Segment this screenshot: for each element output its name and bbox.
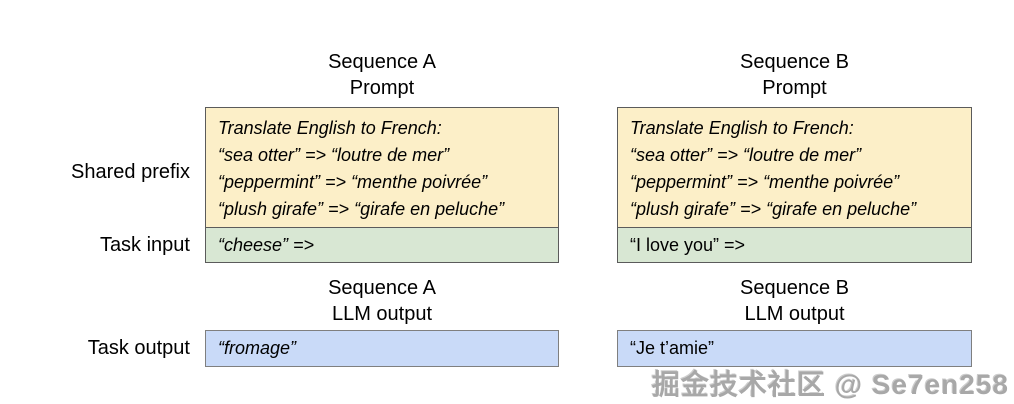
row-label-task-output: Task output	[87, 337, 190, 359]
sequence-b-task-input-text: “I love you” =>	[630, 234, 746, 255]
sequence-b-task-output-box: “Je t’amie”	[617, 330, 972, 367]
sequence-b-output-header: Sequence B LLM output	[617, 275, 972, 327]
sequence-b-shared-prefix-box: Translate English to French: “sea otter”…	[617, 107, 972, 228]
prefix-line: “plush girafe” => “girafe en peluche”	[630, 199, 917, 219]
prefix-line: “peppermint” => “menthe poivrée”	[218, 172, 488, 192]
prefix-line: “peppermint” => “menthe poivrée”	[630, 172, 900, 192]
sequence-b-output-header-line2: LLM output	[744, 303, 845, 325]
prefix-line: “sea otter” => “loutre de mer”	[218, 145, 450, 165]
prefix-line: “plush girafe” => “girafe en peluche”	[218, 199, 505, 219]
sequence-b-prompt-header-line2: Prompt	[762, 77, 827, 99]
sequence-a-prompt-header-line1: Sequence A	[328, 51, 436, 73]
sequence-a-task-input-box: “cheese” =>	[205, 227, 559, 263]
sequence-a-output-header-line2: LLM output	[331, 303, 433, 325]
sequence-a-output-header: Sequence A LLM output	[205, 275, 559, 327]
sequence-b-output-header-line1: Sequence B	[740, 277, 849, 299]
sequence-a-shared-prefix-box: Translate English to French: “sea otter”…	[205, 107, 559, 228]
sequence-a-prompt-header: Sequence A Prompt	[205, 49, 559, 101]
sequence-b-task-input-box: “I love you” =>	[617, 227, 972, 263]
sequence-a-task-output-box: “fromage”	[205, 330, 559, 367]
sequence-a-task-output-text: “fromage”	[218, 338, 297, 358]
sequence-a-output-header-line1: Sequence A	[328, 277, 436, 299]
row-label-task-input: Task input	[99, 234, 190, 256]
row-label-shared-prefix: Shared prefix	[71, 161, 190, 183]
watermark: 掘金技术社区 @ Se7en258	[651, 369, 1009, 400]
prefix-line: Translate English to French:	[218, 118, 442, 138]
sequence-a-task-input-text: “cheese” =>	[218, 234, 315, 255]
prefix-line: Translate English to French:	[630, 118, 854, 138]
sequence-a-prompt-header-line2: Prompt	[349, 77, 415, 99]
prefix-line: “sea otter” => “loutre de mer”	[630, 145, 862, 165]
sequence-b-task-output-text: “Je t’amie”	[630, 338, 715, 358]
sequence-b-prompt-header-line1: Sequence B	[740, 51, 849, 73]
sequence-b-prompt-header: Sequence B Prompt	[617, 49, 972, 101]
